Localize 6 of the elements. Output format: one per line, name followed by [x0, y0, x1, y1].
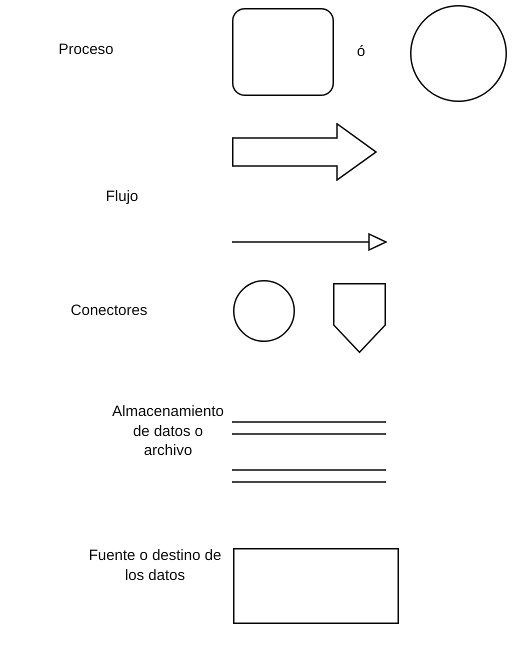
symbol-label: Conectores	[70, 301, 148, 320]
symbol-label: Fuente o destino de los datos	[88, 546, 222, 585]
symbol-label: Flujo	[104, 187, 140, 206]
symbol-label: ó	[356, 42, 366, 62]
symbol-label: Proceso	[57, 40, 115, 60]
symbol-label: Almacenamiento de datos o archivo	[111, 402, 225, 460]
